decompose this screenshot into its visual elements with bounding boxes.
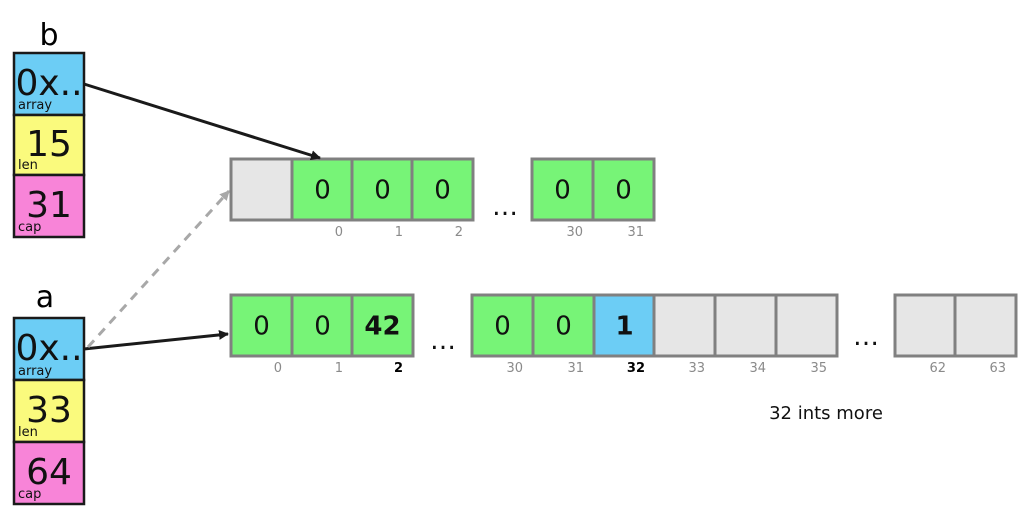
slice-a-array-label: array	[18, 364, 52, 379]
new-array-cell: 34	[713, 293, 778, 376]
old-array-cell	[229, 157, 294, 222]
new-array-cell-box	[592, 293, 657, 358]
new-array-cell-index: 2	[394, 361, 403, 376]
old-array-cell-box	[290, 157, 355, 222]
old-array-cell-box	[229, 157, 294, 222]
new-array-cell-box	[229, 293, 294, 358]
new-array-cell-index: 63	[989, 361, 1006, 376]
old-array-cell-box	[350, 157, 415, 222]
old-array-cell-value: 0	[374, 176, 391, 206]
new-array-cell-value: 0	[494, 312, 511, 342]
new-array-cell-value: 0	[253, 312, 270, 342]
old-array-cell-box	[410, 157, 475, 222]
old-array-cell-value: 0	[314, 176, 331, 206]
new-array-cell: 33	[652, 293, 717, 376]
old-array-cell-value: 0	[434, 176, 451, 206]
new-array-cell-index: 30	[506, 361, 523, 376]
old-array-cell: 02	[410, 157, 475, 240]
new-array-cell-box	[774, 293, 839, 358]
old-array-cell-index: 2	[455, 225, 463, 240]
new-array-cell-box	[893, 293, 958, 358]
new-array-cell-index: 1	[335, 361, 343, 376]
slice-a-cap-field	[12, 440, 86, 506]
slice-b-cap-label: cap	[18, 220, 41, 235]
slice-b-len-field	[12, 113, 86, 177]
old-array-cell: 0 31	[591, 157, 656, 240]
slice-a-len-label: len	[18, 425, 38, 440]
new-array-cell: 42 2	[350, 293, 415, 376]
old-array-cell-index: 30	[566, 225, 583, 240]
extra-capacity-note: 32 ints more	[769, 403, 883, 424]
slice-a-len-value: 33	[26, 390, 72, 431]
new-array-cell-box	[652, 293, 717, 358]
old-array-cell-index: 31	[627, 225, 644, 240]
new-array-cell: 0 31	[531, 293, 596, 376]
new-array-cell-box	[953, 293, 1018, 358]
slice-a-name: a	[36, 280, 54, 315]
slice-a-array-value: 0x..	[15, 328, 82, 369]
new-array-cell-index: 34	[749, 361, 766, 376]
new-array-cell-box	[713, 293, 778, 358]
new-array-cell-index: 35	[810, 361, 827, 376]
new-array-cell-value: 1	[615, 312, 633, 342]
old-array-cell-value: 0	[554, 176, 571, 206]
bottom-row-ellipsis-2: …	[853, 322, 879, 352]
old-array-cell-value: 0	[615, 176, 632, 206]
old-array-cell: 01	[350, 157, 415, 240]
old-array-cell: 0 30	[530, 157, 595, 240]
bottom-row-ellipsis-1: …	[430, 326, 456, 356]
new-array-cell: 63	[953, 293, 1018, 376]
slice-a-cap-value: 64	[26, 452, 72, 493]
new-array-cell-value: 0	[314, 312, 331, 342]
slice-a-cap-label: cap	[18, 487, 41, 502]
new-array-cell-value: 42	[364, 312, 400, 342]
new-array-cell: 1 32	[592, 293, 657, 376]
slice-a-pointer-arrow	[83, 329, 229, 351]
slice-b-cap-field	[12, 173, 86, 239]
top-row-ellipsis: …	[492, 192, 518, 222]
old-array-cell-index: 1	[395, 225, 403, 240]
new-array-cell-value: 0	[555, 312, 572, 342]
old-array-cell-index: 0	[335, 225, 343, 240]
new-array-cell: 00	[229, 293, 294, 376]
new-array-cell-box	[290, 293, 355, 358]
old-array-cell: 00	[290, 157, 355, 240]
new-array-cell: 35	[774, 293, 839, 376]
slice-b-pointer-arrow	[83, 82, 321, 161]
slice-b-name: b	[39, 18, 58, 53]
new-array-cell-index: 62	[929, 361, 946, 376]
slice-b-len-label: len	[18, 158, 38, 173]
slice-b-array-value: 0x..	[15, 63, 82, 104]
new-array-cell-index: 31	[567, 361, 584, 376]
old-array-dashed-arrow	[86, 189, 231, 349]
new-array-cell-index: 0	[274, 361, 282, 376]
new-array-cell: 62	[893, 293, 958, 376]
new-array-cell-index: 33	[688, 361, 705, 376]
slice-b-len-value: 15	[26, 124, 72, 165]
slice-b-cap-value: 31	[26, 185, 72, 226]
new-array-cell-index: 32	[627, 361, 645, 376]
slice-header-a: a 0x.. array 33 len 64 cap	[12, 280, 86, 506]
slice-b-array-label: array	[18, 98, 52, 113]
new-array-cell-box	[350, 293, 415, 358]
old-array-cell-box	[591, 157, 656, 222]
new-array-cell: 0 30	[470, 293, 535, 376]
slice-header-b: b 0x.. array 15 len 31 cap	[12, 18, 86, 239]
new-array-cell: 01	[290, 293, 355, 376]
